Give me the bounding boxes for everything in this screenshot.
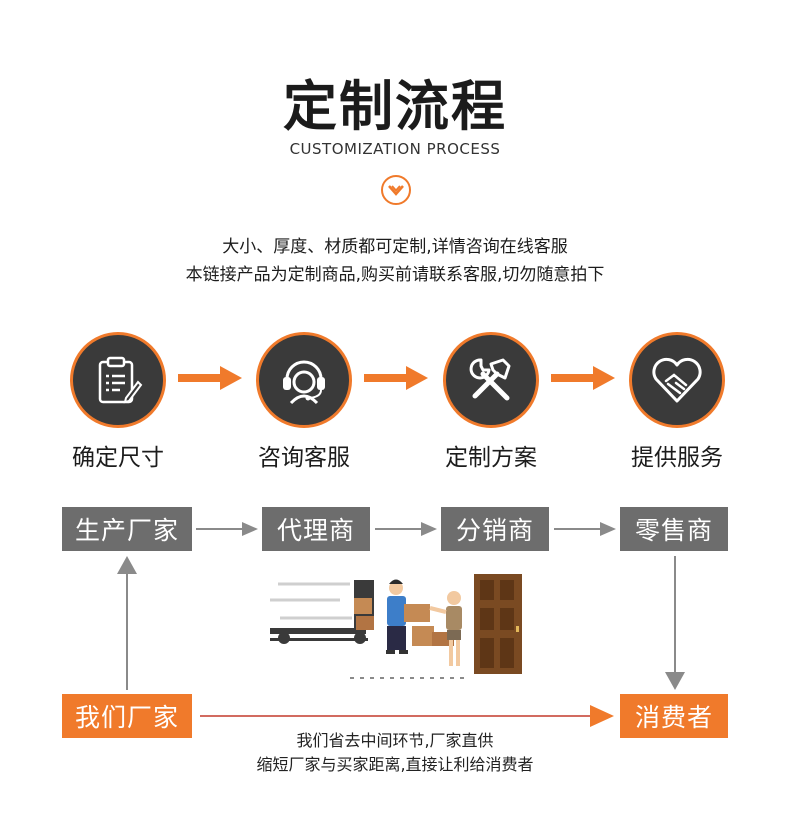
box-retailer: 零售商 bbox=[620, 507, 728, 551]
page-subtitle: CUSTOMIZATION PROCESS bbox=[289, 140, 501, 158]
direct-supply-line-1: 我们省去中间环节,厂家直供 bbox=[296, 731, 494, 750]
chevron-down-circle-icon bbox=[381, 175, 411, 205]
arrow-right-icon bbox=[375, 522, 437, 536]
arrow-right-icon bbox=[200, 705, 614, 727]
step-label-consult: 咨询客服 bbox=[258, 445, 350, 471]
box-distributor: 分销商 bbox=[441, 507, 549, 551]
box-consumer: 消费者 bbox=[620, 694, 728, 738]
box-manufacturer: 生产厂家 bbox=[62, 507, 192, 551]
clipboard-pen-icon bbox=[98, 356, 143, 404]
page-title: 定制流程 bbox=[283, 75, 507, 138]
notice-line-2: 本链接产品为定制商品,购买前请联系客服,切勿随意拍下 bbox=[185, 265, 605, 285]
hammer-wrench-icon bbox=[469, 358, 511, 401]
arrow-right-icon bbox=[364, 366, 428, 390]
notice-line-1: 大小、厚度、材质都可定制,详情咨询在线客服 bbox=[222, 237, 568, 257]
headset-agent-icon bbox=[283, 360, 325, 405]
direct-supply-line-2: 缩短厂家与买家距离,直接让利给消费者 bbox=[256, 755, 534, 774]
arrow-right-icon bbox=[554, 522, 616, 536]
step-circle-consult bbox=[256, 332, 352, 428]
step-label-plan: 定制方案 bbox=[445, 445, 537, 471]
box-agent: 代理商 bbox=[262, 507, 370, 551]
arrow-right-icon bbox=[178, 366, 242, 390]
delivery-illustration bbox=[270, 574, 522, 679]
arrow-right-icon bbox=[196, 522, 258, 536]
step-label-service: 提供服务 bbox=[631, 445, 723, 471]
step-circle-size bbox=[70, 332, 166, 428]
handshake-heart-icon bbox=[652, 357, 702, 403]
box-our-factory: 我们厂家 bbox=[62, 694, 192, 738]
arrow-down-icon bbox=[665, 556, 685, 690]
arrow-right-icon bbox=[551, 366, 615, 390]
step-circle-service bbox=[629, 332, 725, 428]
step-label-size: 确定尺寸 bbox=[72, 445, 164, 471]
arrow-up-icon bbox=[117, 556, 137, 690]
step-circle-plan bbox=[443, 332, 539, 428]
